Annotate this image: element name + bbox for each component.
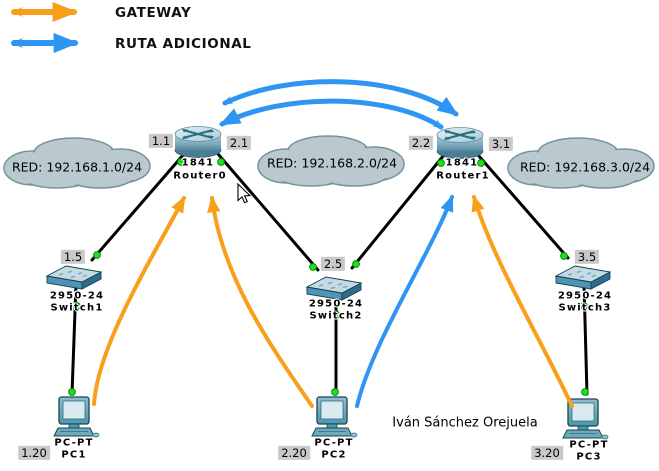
network-3-label: RED: 192.168.3.0/24 bbox=[519, 159, 651, 175]
switch1-model: 2950-24 bbox=[49, 290, 105, 302]
pc1-model: PC-PT bbox=[54, 437, 94, 449]
legend-additional-route-label: RUTA ADICIONAL bbox=[115, 36, 252, 52]
router0-name: Router0 bbox=[173, 170, 227, 182]
link-router0-switch2 bbox=[216, 152, 320, 272]
author-name: Iván Sánchez Orejuela bbox=[392, 415, 538, 431]
gateway-arrow-pc1-router0 bbox=[92, 195, 186, 406]
pc2-model: PC-PT bbox=[314, 437, 354, 449]
switch3-model: 2950-24 bbox=[557, 290, 613, 302]
link-lines bbox=[70, 152, 589, 396]
legend-gateway-label: GATEWAY bbox=[115, 5, 192, 21]
switch3-name: Switch3 bbox=[558, 302, 612, 314]
switch1-icon[interactable] bbox=[46, 265, 102, 290]
mouse-cursor-icon bbox=[237, 182, 252, 204]
additional-route-arc-router0-router1 bbox=[222, 79, 459, 117]
switch2-model: 2950-24 bbox=[308, 298, 364, 310]
network-1-label: RED: 192.168.1.0/24 bbox=[11, 159, 143, 175]
switch2-name: Switch2 bbox=[309, 310, 363, 322]
switch3-icon[interactable] bbox=[555, 265, 611, 290]
pc3-host-label: 3.20 bbox=[531, 445, 563, 461]
network-2-label: RED: 192.168.2.0/24 bbox=[266, 155, 398, 171]
pc3-model: PC-PT bbox=[569, 439, 609, 451]
router1-icon[interactable] bbox=[435, 126, 485, 160]
router1-right-port-label: 3.1 bbox=[488, 136, 514, 152]
pc2-name: PC2 bbox=[321, 449, 347, 461]
switch1-port-label: 1.5 bbox=[60, 249, 86, 265]
additional-route-arc-router1-router0 bbox=[219, 98, 444, 130]
router1-name: Router1 bbox=[436, 170, 490, 182]
pc3-name: PC3 bbox=[576, 451, 602, 463]
switch2-icon[interactable] bbox=[306, 276, 362, 301]
link-switch1-pc1 bbox=[70, 282, 78, 396]
link-router0-switch1 bbox=[90, 152, 186, 262]
gateway-arrow-pc2-router0 bbox=[207, 195, 314, 408]
switch1-name: Switch1 bbox=[50, 302, 104, 314]
switch2-port-label: 2.5 bbox=[320, 256, 346, 272]
gateway-arrow-pc3-router1 bbox=[471, 194, 574, 408]
additional-route-arrow-pc2-router1 bbox=[355, 194, 454, 408]
router0-icon[interactable] bbox=[173, 125, 223, 159]
pc2-icon[interactable] bbox=[311, 396, 358, 438]
router0-right-port-label: 2.1 bbox=[226, 135, 252, 151]
link-router1-switch2 bbox=[350, 153, 446, 270]
router0-model: 1841 bbox=[181, 157, 215, 169]
pc1-name: PC1 bbox=[61, 449, 87, 461]
router1-model: 1841 bbox=[445, 157, 479, 169]
link-router1-switch3 bbox=[476, 153, 570, 260]
switch3-port-label: 3.5 bbox=[574, 249, 600, 265]
router1-left-port-label: 2.2 bbox=[408, 135, 434, 151]
pc2-host-label: 2.20 bbox=[278, 445, 310, 461]
router0-left-port-label: 1.1 bbox=[148, 133, 174, 149]
pc1-host-label: 1.20 bbox=[18, 445, 50, 461]
